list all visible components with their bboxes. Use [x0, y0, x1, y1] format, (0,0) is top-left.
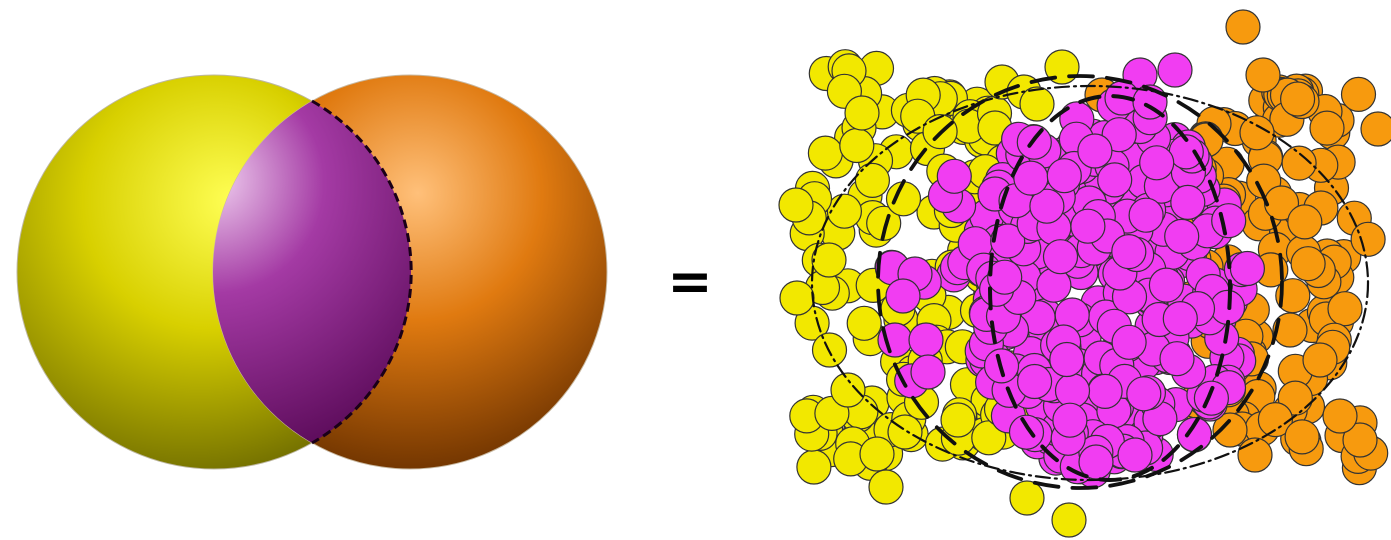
participant-nucleon: [1160, 342, 1194, 376]
equals-sign: =: [667, 250, 712, 313]
participant-nucleon: [1112, 325, 1146, 359]
participant-nucleon: [1088, 374, 1122, 408]
yellow-spectator-nucleon: [797, 450, 831, 484]
orange-spectator-nucleon: [1310, 111, 1344, 145]
participant-nucleon: [1018, 365, 1052, 399]
yellow-spectator-nucleon: [1052, 503, 1086, 537]
yellow-spectator-nucleon: [860, 437, 894, 471]
yellow-spectator-nucleon: [780, 281, 814, 315]
orange-spectator-nucleon: [1342, 77, 1376, 111]
orange-spectator-nucleon: [1238, 438, 1272, 472]
participant-nucleon: [1078, 134, 1112, 168]
orange-spectator-nucleon: [1291, 247, 1325, 281]
yellow-spectator-nucleon: [779, 188, 813, 222]
participant-nucleon: [1112, 235, 1146, 269]
participant-nucleon: [937, 159, 971, 193]
orange-spectator-nucleon: [1303, 343, 1337, 377]
orange-spectator-nucleon: [1285, 420, 1319, 454]
participant-nucleon: [909, 323, 943, 357]
yellow-spectator-nucleon: [845, 96, 879, 130]
yellow-spectator-nucleon: [1010, 481, 1044, 515]
participant-nucleon: [1098, 163, 1132, 197]
participant-nucleon: [911, 355, 945, 389]
participant-nucleon: [1158, 53, 1192, 87]
participant-nucleon: [1165, 219, 1199, 253]
yellow-spectator-nucleon: [847, 306, 881, 340]
orange-spectator-nucleon: [1226, 10, 1260, 44]
participant-nucleon: [1140, 146, 1174, 180]
participant-nucleon: [1071, 209, 1105, 243]
yellow-spectator-nucleon: [808, 136, 842, 170]
participant-nucleon: [1050, 343, 1084, 377]
yellow-spectator-nucleon: [941, 403, 975, 437]
participant-nucleon: [886, 279, 920, 313]
orange-spectator-nucleon: [1351, 222, 1385, 256]
participant-nucleon: [1118, 438, 1152, 472]
overlapping-spheres-icon: [17, 75, 607, 469]
yellow-spectator-nucleon: [855, 163, 889, 197]
yellow-spectator-nucleon: [840, 129, 874, 163]
orange-spectator-nucleon: [1281, 82, 1315, 116]
participant-nucleon: [1053, 403, 1087, 437]
orange-spectator-nucleon: [1323, 399, 1357, 433]
orange-spectator-nucleon: [1361, 112, 1391, 146]
participant-nucleon: [1212, 204, 1246, 238]
orange-spectator-nucleon: [1288, 205, 1322, 239]
participant-nucleon: [1047, 159, 1081, 193]
participant-nucleon: [1163, 302, 1197, 336]
particle-collision-icon: [779, 10, 1391, 537]
yellow-spectator-nucleon: [888, 415, 922, 449]
participant-nucleon: [1230, 252, 1264, 286]
yellow-spectator-nucleon: [831, 373, 865, 407]
orange-spectator-nucleon: [1246, 58, 1280, 92]
yellow-spectator-nucleon: [827, 194, 861, 228]
participant-nucleon: [1010, 415, 1044, 449]
yellow-spectator-nucleon: [887, 182, 921, 216]
participant-nucleon: [1127, 377, 1161, 411]
participant-nucleon: [1056, 374, 1090, 408]
participant-nucleon: [1044, 240, 1078, 274]
participant-nucleon: [1171, 185, 1205, 219]
yellow-spectator-nucleon: [869, 470, 903, 504]
participant-nucleon: [1129, 198, 1163, 232]
participant-nucleon: [1149, 268, 1183, 302]
